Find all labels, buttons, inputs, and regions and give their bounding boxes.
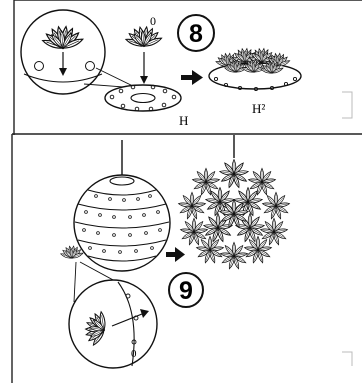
zoom-line xyxy=(74,262,76,302)
flower-icon xyxy=(125,27,162,48)
flower-icon xyxy=(60,246,83,259)
arrow-down-icon xyxy=(140,76,148,84)
step-number: 8 xyxy=(189,20,203,48)
step-number: 9 xyxy=(179,277,193,305)
step-badge-9: 9 xyxy=(169,273,203,307)
step-badge-8: 8 xyxy=(178,15,214,51)
arrow-right-icon xyxy=(181,70,203,85)
step-9-panel: 0 9 xyxy=(60,135,352,368)
frame-bracket xyxy=(342,352,352,366)
detail-magnifier: 0 xyxy=(69,280,157,368)
ring-label-h: H xyxy=(179,113,188,128)
sphere-lampshade-icon xyxy=(74,175,170,271)
part-label-0: 0 xyxy=(131,348,137,360)
arrow-right-icon xyxy=(166,247,185,262)
part-label-0: 0 xyxy=(150,14,156,28)
step-8-panel: 0 8 H xyxy=(21,10,352,128)
finished-flower-lamp xyxy=(178,158,289,269)
ring-icon xyxy=(105,85,181,111)
frame-bracket xyxy=(342,92,352,118)
detail-magnifier xyxy=(21,10,105,94)
result-label-h2: H² xyxy=(252,101,265,116)
assembled-ring xyxy=(209,48,301,90)
